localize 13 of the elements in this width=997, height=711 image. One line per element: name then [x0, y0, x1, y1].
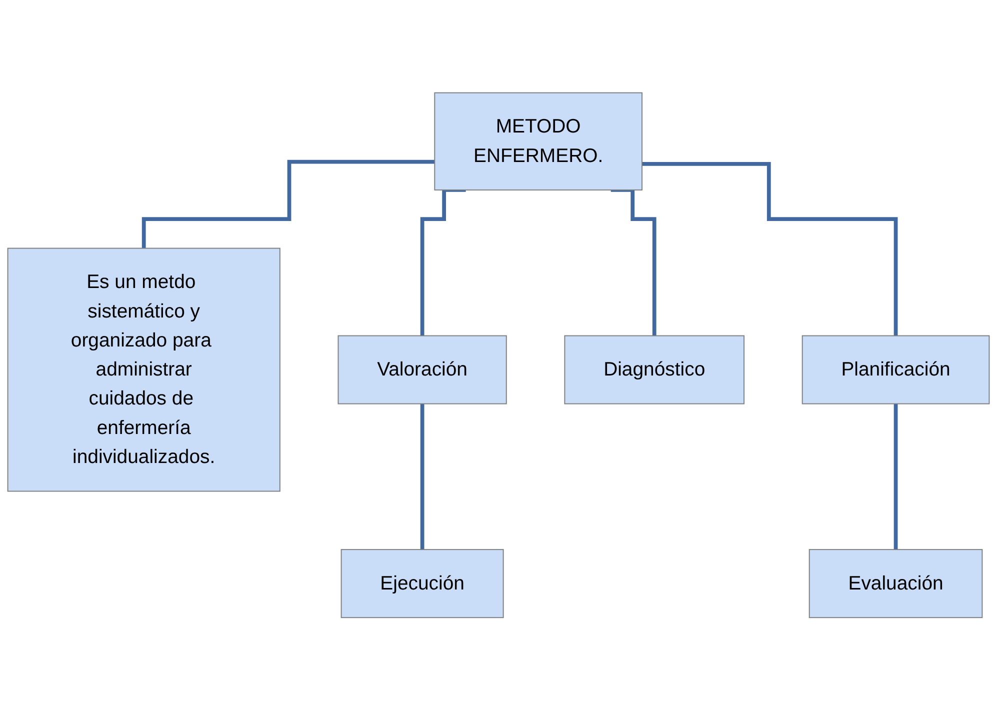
node-box: Diagnóstico	[564, 336, 744, 405]
node-box: Es un metdo sistemático y organizado para administrar cuidados de enfermería individualizados.	[7, 248, 280, 492]
connector	[610, 188, 656, 338]
connector	[420, 188, 466, 338]
connector	[420, 402, 424, 552]
node-box: METODO ENFERMERO.	[434, 92, 642, 191]
node-box: Planificación	[802, 336, 990, 405]
node-box: Valoración	[338, 336, 507, 405]
node-box: Evaluación	[808, 549, 983, 618]
node-box: Ejecución	[340, 549, 504, 618]
connector	[142, 160, 435, 251]
connector	[894, 402, 898, 552]
connector	[642, 162, 898, 338]
